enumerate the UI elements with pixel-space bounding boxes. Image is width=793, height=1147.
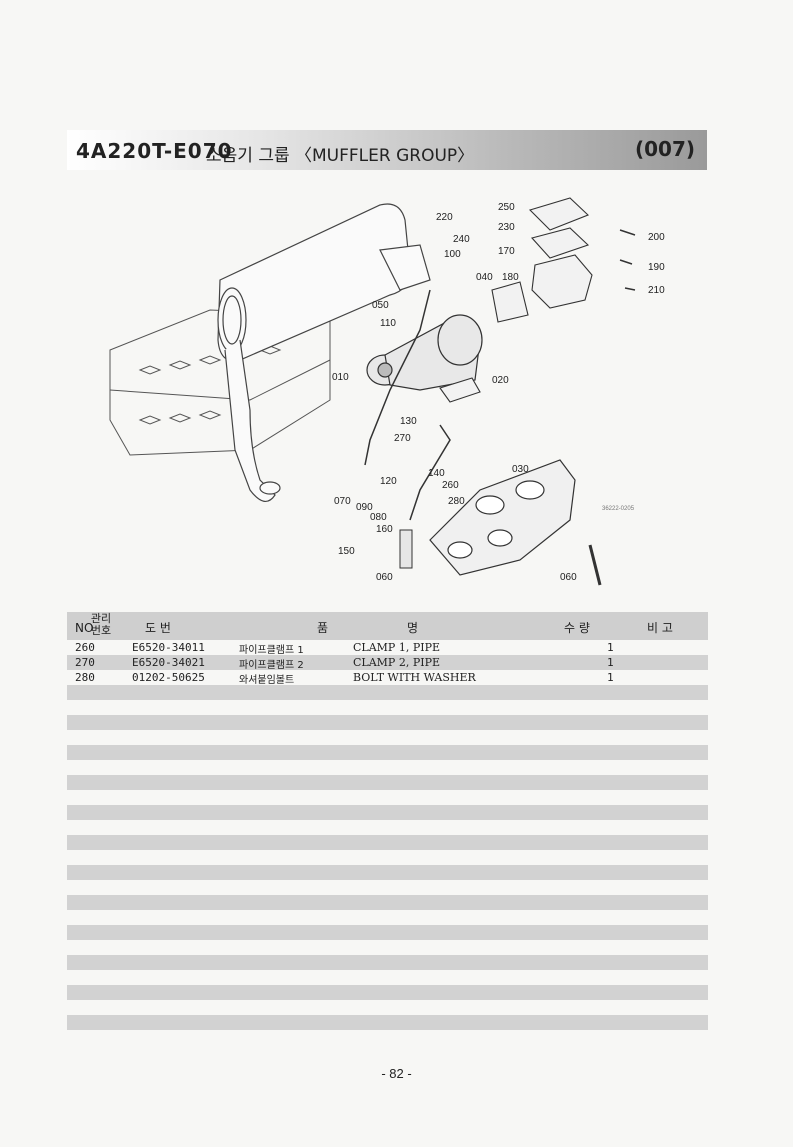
callout-label: 090	[356, 502, 373, 513]
elbow-and-gaskets-drawing	[439, 197, 593, 403]
title-band	[67, 130, 707, 170]
table-row-empty	[67, 715, 708, 730]
table-row-empty	[67, 910, 708, 925]
callout-label: 280	[448, 496, 465, 507]
row-name-en: CLAMP 1, PIPE	[353, 641, 440, 654]
callout-label: 060	[376, 572, 393, 583]
callout-label: 230	[498, 222, 515, 233]
table-row-empty	[67, 730, 708, 745]
callout-label: 120	[380, 476, 397, 487]
table-row-empty	[67, 970, 708, 985]
col-name-a: 품	[317, 621, 329, 635]
callout-label: 140	[428, 468, 445, 479]
callout-label: 160	[376, 524, 393, 535]
callout-label: 100	[444, 249, 461, 260]
row-part-no: E6520-34021	[132, 656, 205, 669]
muffler-drawing	[217, 203, 431, 502]
table-row-empty	[67, 850, 708, 865]
callout-label: 130	[400, 416, 417, 427]
table-row-empty	[67, 685, 708, 700]
table-row-empty	[67, 955, 708, 970]
table-row-empty	[67, 925, 708, 940]
row-name-kr: 파이프클램프 1	[239, 645, 304, 656]
col-name-b: 명	[407, 621, 419, 635]
table-row-empty	[67, 805, 708, 820]
col-part-no: 도 번	[145, 621, 171, 635]
table-row: 270 E6520-34021 파이프클램프 2 CLAMP 2, PIPE 1	[67, 655, 708, 671]
callout-label: 240	[453, 234, 470, 245]
pipes-drawing	[364, 229, 636, 586]
callout-label: 260	[442, 480, 459, 491]
row-part-no: E6520-34011	[132, 641, 205, 654]
group-title: 소음기 그룹 〈MUFFLER GROUP〉	[206, 146, 475, 166]
table-row-empty	[67, 820, 708, 835]
turbocharger-drawing	[366, 314, 483, 391]
row-no: 270	[75, 656, 95, 669]
callout-label: 190	[648, 262, 665, 273]
col-qty: 수 량	[564, 621, 590, 635]
callout-label: 180	[502, 272, 519, 283]
callout-label: 070	[334, 496, 351, 507]
table-row-empty	[67, 700, 708, 715]
diagram-ref-code: 36222-0205	[602, 506, 635, 512]
row-name-kr: 파이프클램프 2	[239, 660, 304, 671]
table-row: 280 01202-50625 와셔붙임볼트 BOLT WITH WASHER …	[67, 670, 708, 686]
col-no: NO	[75, 621, 94, 635]
table-row-empty	[67, 745, 708, 760]
exploded-parts-diagram: 220 240 100 250 230 170 200 190 210 040 …	[109, 197, 665, 586]
table-row-empty	[67, 865, 708, 880]
callout-label: 170	[498, 246, 515, 257]
callout-label: 210	[648, 285, 665, 296]
row-name-en: CLAMP 2, PIPE	[353, 656, 440, 669]
callout-label: 060	[560, 572, 577, 583]
table-row-empty	[67, 775, 708, 790]
row-part-no: 01202-50625	[132, 671, 205, 684]
callout-label: 270	[394, 433, 411, 444]
table-row-empty	[67, 895, 708, 910]
group-code: 4A220T-E070	[76, 139, 233, 163]
page-number: - 82 -	[381, 1066, 412, 1081]
callout-label: 050	[372, 300, 389, 311]
row-name-kr: 와셔붙임볼트	[239, 675, 295, 686]
row-qty: 1	[607, 671, 614, 684]
col-remark: 비 고	[647, 621, 673, 635]
table-row-empty	[67, 1000, 708, 1015]
table-row-empty	[67, 835, 708, 850]
table-row-empty	[67, 760, 708, 775]
callout-labels: 220 240 100 250 230 170 200 190 210 040 …	[332, 202, 665, 583]
table-row-empty	[67, 1015, 708, 1030]
table-row-empty	[67, 985, 708, 1000]
callout-label: 040	[476, 272, 493, 283]
row-name-en: BOLT WITH WASHER	[353, 671, 476, 684]
callout-label: 250	[498, 202, 515, 213]
callout-label: 150	[338, 546, 355, 557]
callout-label: 080	[370, 512, 387, 523]
callout-label: 110	[380, 318, 396, 329]
callout-label: 200	[648, 232, 665, 243]
row-no: 280	[75, 671, 95, 684]
table-row: 260 E6520-34011 파이프클램프 1 CLAMP 1, PIPE 1	[67, 640, 708, 656]
exhaust-manifold-drawing	[429, 459, 576, 576]
row-no: 260	[75, 641, 95, 654]
callout-label: 030	[512, 464, 529, 475]
row-qty: 1	[607, 656, 614, 669]
callout-label: 220	[436, 212, 453, 223]
table-row-empty	[67, 940, 708, 955]
callout-label: 010	[332, 372, 349, 383]
table-row-empty	[67, 790, 708, 805]
row-qty: 1	[607, 641, 614, 654]
page-code: (007)	[634, 137, 695, 161]
table-row-empty	[67, 880, 708, 895]
callout-label: 020	[492, 375, 509, 386]
